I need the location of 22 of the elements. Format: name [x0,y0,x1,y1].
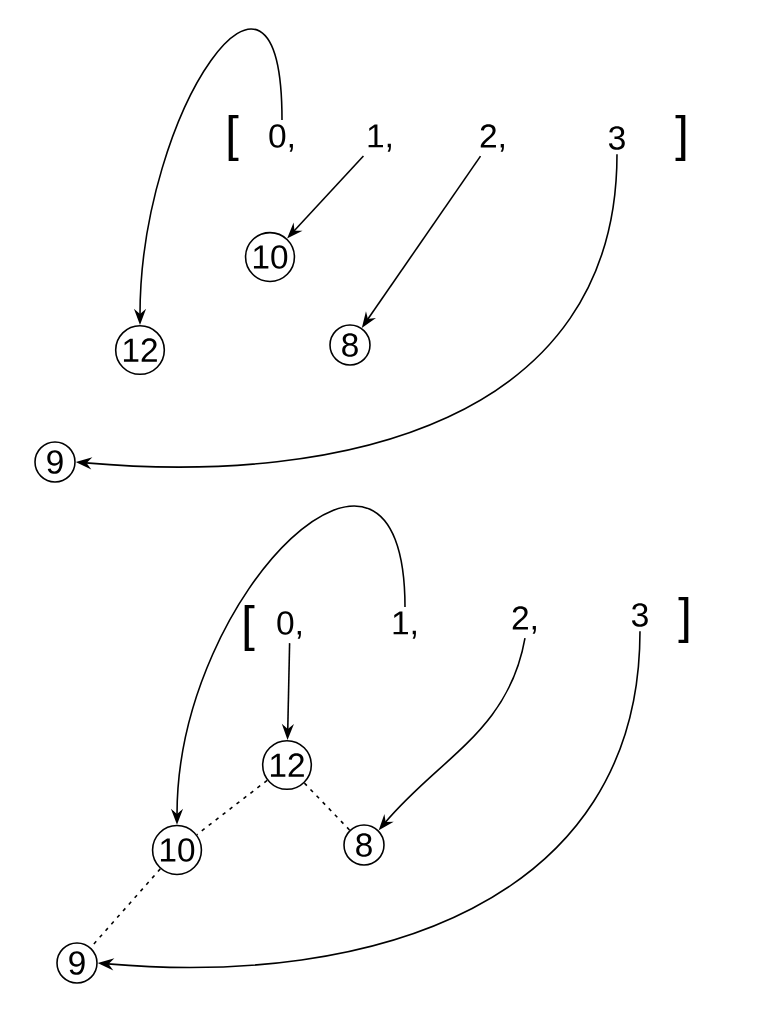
bracket: ] [678,597,689,643]
bracket: [ [244,605,255,651]
circled-number: 8 [343,824,385,866]
array-element: 2, [512,606,536,634]
array-element: 0, [277,611,301,639]
circled-number: 12 [114,324,166,376]
circled-number: 9 [34,441,76,483]
circled-number: 8 [329,324,371,366]
array-element: 3 [609,126,625,150]
array-element: 2, [480,124,504,152]
dashed-line [196,779,268,836]
dashed-line [303,782,351,831]
array-element: 1, [368,124,391,152]
circled-number: 12 [261,739,313,791]
array-element: 1, [393,611,416,639]
bracket: ] [675,115,686,161]
bracket: [ [228,115,239,161]
circled-number: 10 [151,824,203,876]
array-element: 3 [631,603,648,627]
array-element: 0, [269,124,293,152]
circled-number: 9 [56,942,98,984]
circled-number: 10 [244,231,296,283]
